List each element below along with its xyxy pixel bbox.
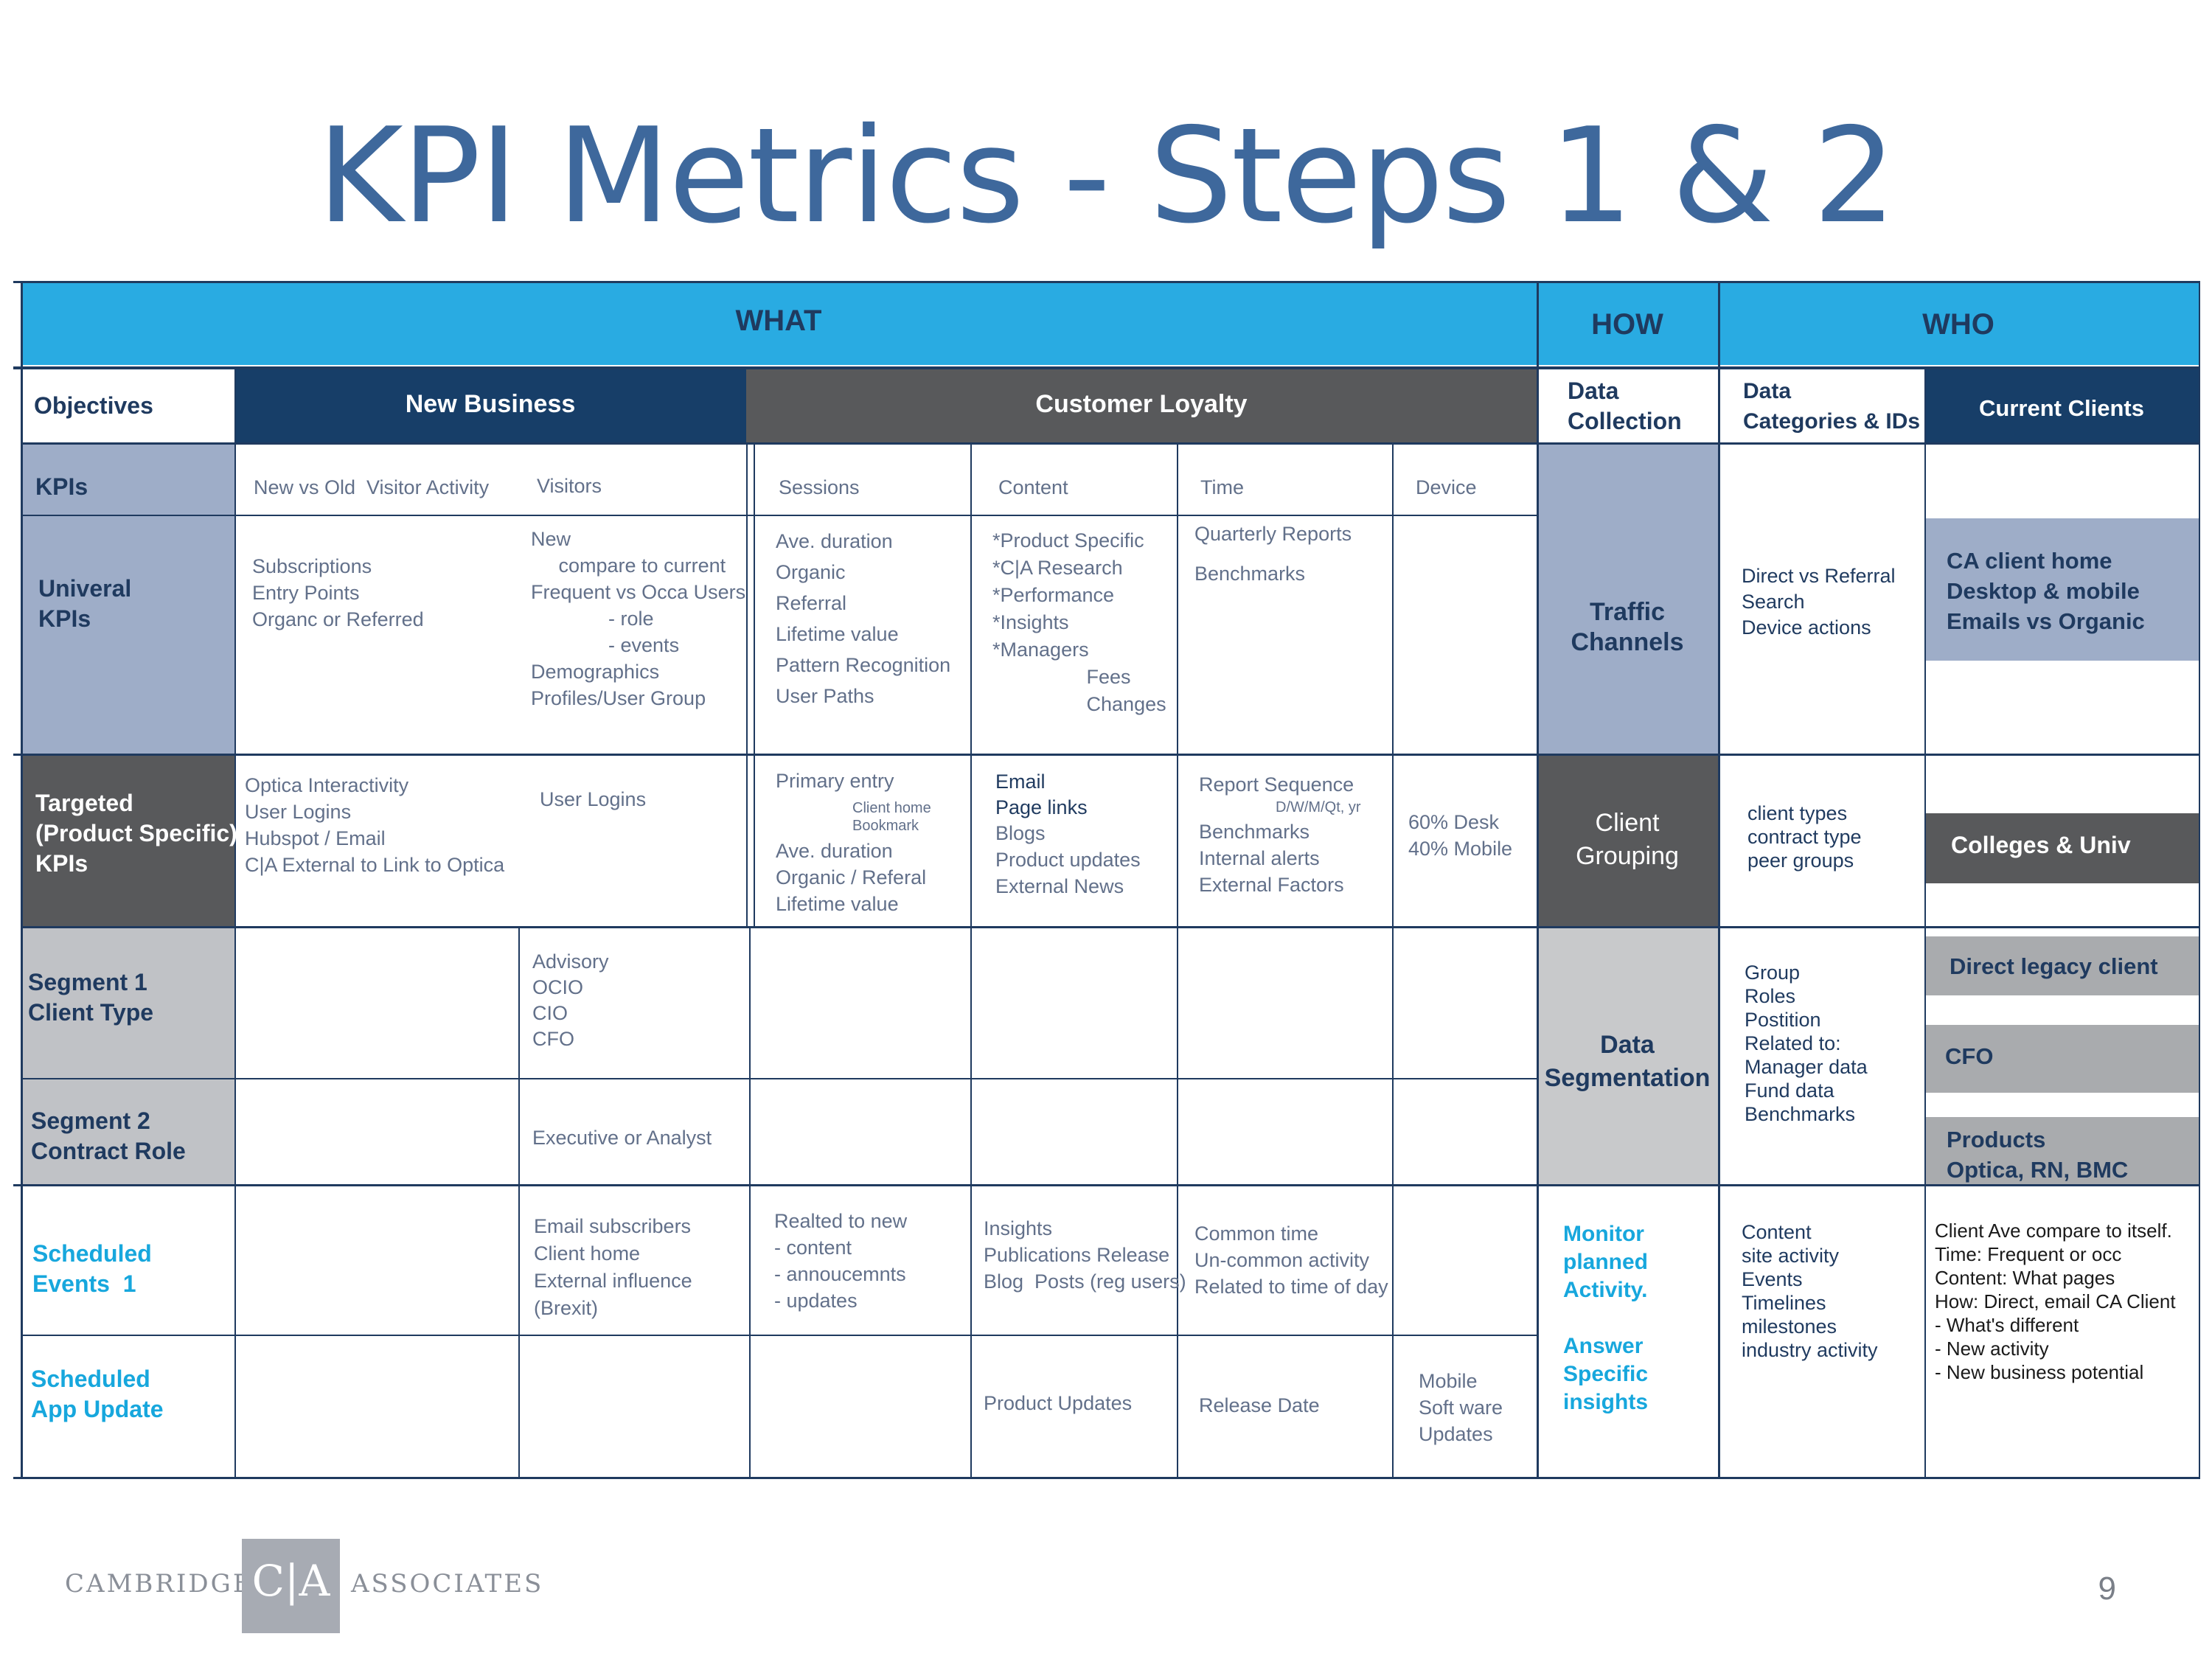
kpis-label: KPIs xyxy=(35,473,88,500)
kpi-sessions: Sessions xyxy=(779,476,860,498)
app-update-device: Mobile Soft ware Updates xyxy=(1419,1370,1503,1445)
targeted-time-small: D/W/M/Qt, yr xyxy=(1276,799,1361,815)
kpi-new-vs-old: New vs Old Visitor Activity xyxy=(254,476,490,498)
targeted-sessions-primary: Primary entry xyxy=(776,770,894,792)
targeted-kpis-label: Targeted (Product Specific) KPIs xyxy=(35,790,237,877)
logo-cambridge: CAMBRIDGE xyxy=(65,1569,254,1599)
universal-kpis-label: Univeral KPIs xyxy=(38,575,132,632)
header-band xyxy=(21,282,2200,365)
datacat-events: Content site activity Events Timelines m… xyxy=(1742,1221,1878,1361)
targeted-visitors: User Logins xyxy=(540,788,647,810)
cfo-band xyxy=(1926,1025,2199,1093)
traffic-channels-cell xyxy=(1537,444,1718,754)
targeted-label-cell xyxy=(21,754,234,926)
data-collection-label: Data Collection xyxy=(1568,378,1682,434)
segment-label-cell xyxy=(21,926,234,1184)
kpi-visitors: Visitors xyxy=(537,475,602,497)
logo-associates: ASSOCIATES xyxy=(351,1569,544,1599)
app-update-time: Release Date xyxy=(1199,1394,1320,1416)
monitor-planned-label: Monitor planned Activity. Answer Specifi… xyxy=(1563,1222,1649,1414)
app-update-content: Product Updates xyxy=(984,1392,1133,1414)
scheduled-app-update-label: Scheduled App Update xyxy=(31,1366,164,1422)
new-business-label: New Business xyxy=(405,390,576,418)
colleges-label: Colleges & Univ xyxy=(1951,832,2131,858)
current-clients-band xyxy=(1924,367,2200,442)
targeted-sessions-more: Ave. duration Organic / Referal Lifetime… xyxy=(776,840,927,915)
what-header: WHAT xyxy=(735,305,822,337)
page-number: 9 xyxy=(2098,1571,2116,1607)
targeted-device: 60% Desk 40% Mobile xyxy=(1408,811,1513,860)
logo-mark: C|A xyxy=(251,1556,330,1606)
current-clients-label: Current Clients xyxy=(1979,395,2144,421)
direct-legacy-label: Direct legacy client xyxy=(1950,953,2158,979)
datacat-segmentation: Group Roles Postition Related to: Manage… xyxy=(1745,961,1868,1125)
client-grouping-cell xyxy=(1537,754,1718,926)
colleges-band xyxy=(1926,813,2199,883)
page-title: KPI Metrics - Steps 1 & 2 xyxy=(317,100,1896,252)
how-header: HOW xyxy=(1591,308,1663,341)
scheduled-content: Insights Publications Release Blog Posts… xyxy=(984,1217,1186,1293)
universal-sessions: Ave. duration Organic Referral Lifetime … xyxy=(776,530,951,707)
ca-client-home-label: CA client home Desktop & mobile Emails v… xyxy=(1947,548,2145,634)
kpis-label-cell xyxy=(21,444,234,754)
targeted-content-more: Blogs Product updates External News xyxy=(995,822,1141,897)
segment2-label: Segment 2 Contract Role xyxy=(31,1107,186,1164)
scheduled-visitors: Email subscribers Client home External i… xyxy=(534,1215,692,1319)
segment1-label: Segment 1 Client Type xyxy=(28,969,154,1026)
logo-mark-box xyxy=(242,1539,340,1633)
kpi-content: Content xyxy=(998,476,1068,498)
products-label: Products Optica, RN, BMC xyxy=(1947,1127,2129,1183)
scheduled-events-label: Scheduled Events 1 xyxy=(32,1240,152,1297)
objectives-label: Objectives xyxy=(34,392,153,419)
direct-legacy-band xyxy=(1926,936,2199,995)
datacat-traffic: Direct vs Referral Search Device actions xyxy=(1742,565,1896,639)
universal-time: Quarterly Reports Benchmarks xyxy=(1194,523,1352,585)
customer-loyalty-band xyxy=(746,367,1537,442)
ca-client-home-band xyxy=(1926,518,2199,661)
universal-content: *Product Specific *C|A Research *Perform… xyxy=(992,529,1166,715)
segment1-client-types: Advisory OCIO CIO CFO xyxy=(532,950,609,1050)
targeted-content-email: Email xyxy=(995,771,1046,793)
targeted-time-more: Benchmarks Internal alerts External Fact… xyxy=(1199,821,1344,896)
datacat-grouping: client types contract type peer groups xyxy=(1747,802,1862,872)
targeted-time-report: Report Sequence xyxy=(1199,773,1354,796)
who-header: WHO xyxy=(1922,308,1994,341)
customer-loyalty-label: Customer Loyalty xyxy=(1035,390,1248,418)
products-band xyxy=(1926,1117,2199,1184)
universal-visitors: New compare to current Frequent vs Occa … xyxy=(531,528,746,709)
kpi-time: Time xyxy=(1200,476,1244,498)
data-segmentation-label: Data Segmentation xyxy=(1544,1031,1711,1092)
universal-new-business: Subscriptions Entry Points Organc or Ref… xyxy=(252,555,424,630)
targeted-sessions-small: Client home Bookmark xyxy=(852,800,931,834)
kpi-device: Device xyxy=(1416,476,1477,498)
client-grouping-label: Client Grouping xyxy=(1576,809,1679,870)
targeted-new-business: Optica Interactivity User Logins Hubspot… xyxy=(245,774,505,876)
data-segmentation-cell xyxy=(1537,926,1718,1184)
cfo-label: CFO xyxy=(1945,1043,1994,1069)
segment2-role: Executive or Analyst xyxy=(532,1127,712,1149)
scheduled-time: Common time Un-common activity Related t… xyxy=(1194,1222,1388,1298)
targeted-content-pagelinks: Page links xyxy=(995,796,1088,818)
data-categories-label: Data Categories & IDs xyxy=(1743,379,1921,434)
client-compare-notes: Client Ave compare to itself. Time: Freq… xyxy=(1935,1220,2176,1383)
scheduled-sessions: Realted to new - content - annoucemnts -… xyxy=(774,1210,908,1312)
traffic-channels-label: Traffic Channels xyxy=(1571,598,1684,656)
new-business-band xyxy=(234,367,746,442)
